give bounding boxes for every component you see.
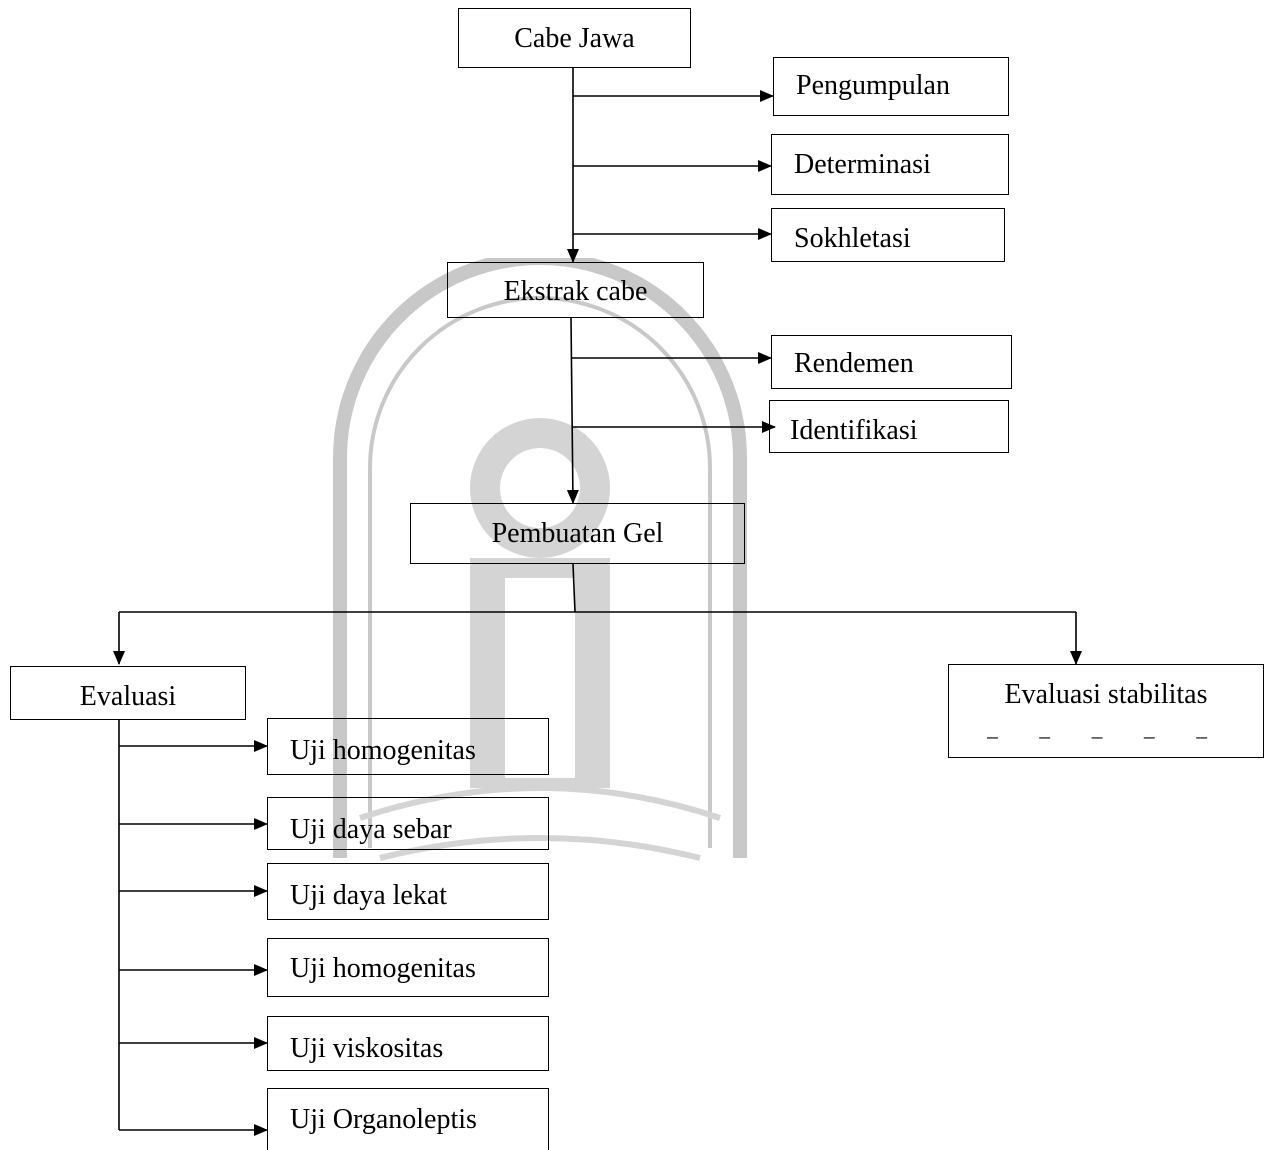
node-label: Pengumpulan: [796, 70, 950, 101]
node-uji-daya-lekat: Uji daya lekat: [267, 863, 549, 920]
node-label: Pembuatan Gel: [491, 518, 664, 549]
node-rendemen: Rendemen: [771, 335, 1012, 389]
node-label: Evaluasi stabilitas: [1004, 679, 1208, 710]
node-label: Evaluasi: [79, 681, 177, 712]
trunk-ekstrak: [566, 317, 579, 504]
node-label: Uji Organoleptis: [290, 1104, 477, 1135]
node-cabe-jawa: Cabe Jawa: [458, 8, 691, 68]
clipped-text-fragment: ‾ ‾ ‾ ‾ ‾: [987, 736, 1225, 758]
node-label: Sokhletasi: [794, 223, 911, 254]
node-label: Determinasi: [794, 149, 931, 180]
node-uji-organoleptis: Uji Organoleptis: [267, 1088, 549, 1150]
node-sokhletasi: Sokhletasi: [771, 208, 1005, 262]
node-identifikasi: Identifikasi: [769, 400, 1009, 453]
node-label: Ekstrak cabe: [503, 276, 648, 307]
node-pengumpulan: Pengumpulan: [773, 57, 1009, 116]
node-uji-homogenitas-2: Uji homogenitas: [267, 938, 549, 997]
node-label: Rendemen: [794, 348, 914, 379]
node-label: Uji homogenitas: [290, 953, 476, 984]
node-pembuatan-gel: Pembuatan Gel: [410, 503, 745, 564]
node-label: Uji homogenitas: [290, 735, 476, 766]
node-uji-daya-sebar: Uji daya sebar: [267, 797, 549, 850]
node-label: Cabe Jawa: [514, 23, 635, 54]
node-label: Uji viskositas: [290, 1033, 444, 1064]
node-ekstrak-cabe: Ekstrak cabe: [447, 262, 704, 318]
node-label: Uji daya sebar: [290, 814, 452, 845]
stem-gel: [572, 563, 576, 613]
node-evaluasi-stabilitas: Evaluasi stabilitas ‾ ‾ ‾ ‾ ‾: [948, 664, 1264, 758]
node-label: Uji daya lekat: [290, 880, 448, 911]
node-label: Identifikasi: [790, 415, 918, 446]
node-evaluasi: Evaluasi: [10, 666, 246, 720]
node-uji-homogenitas-1: Uji homogenitas: [267, 718, 549, 775]
node-uji-viskositas: Uji viskositas: [267, 1016, 549, 1071]
node-determinasi: Determinasi: [771, 134, 1009, 195]
